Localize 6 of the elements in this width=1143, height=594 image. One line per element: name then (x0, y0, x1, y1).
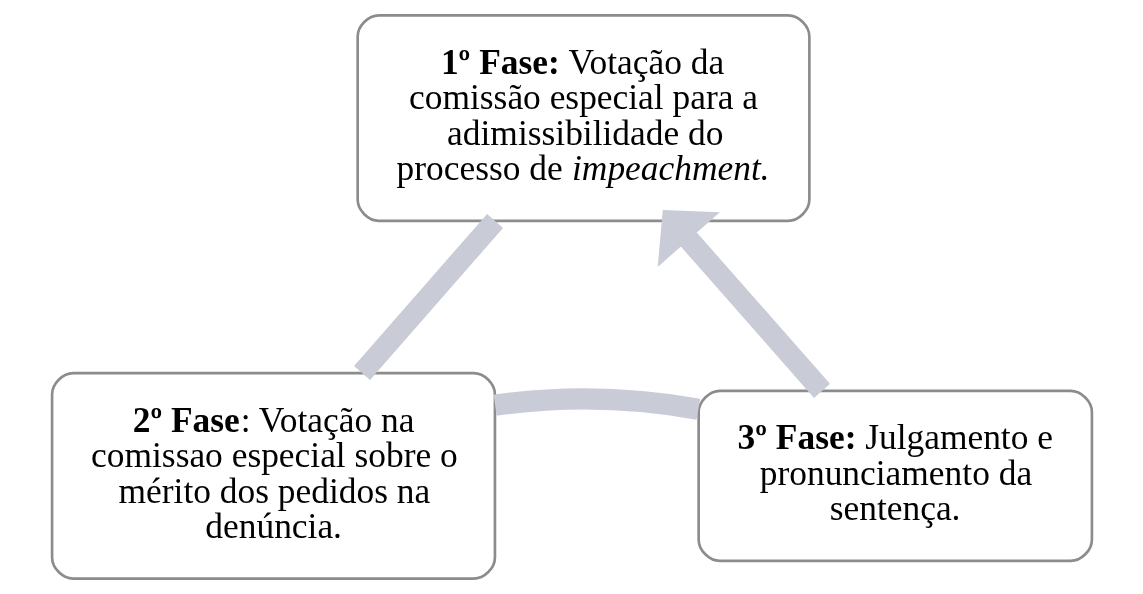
node-box: 1º Fase: Votação da comissão especial para a adimissibilidade do processo de impeachment. (355, 14, 811, 223)
connector (353, 213, 503, 380)
node-box: 2º Fase: Votação na comissao especial sobre o mérito dos pedidos na denúncia. (50, 371, 496, 580)
arrow (657, 209, 830, 398)
node-box: 3º Fase: Julgamento e pronunciamento da sentença. (696, 389, 1093, 563)
connector (493, 388, 700, 420)
